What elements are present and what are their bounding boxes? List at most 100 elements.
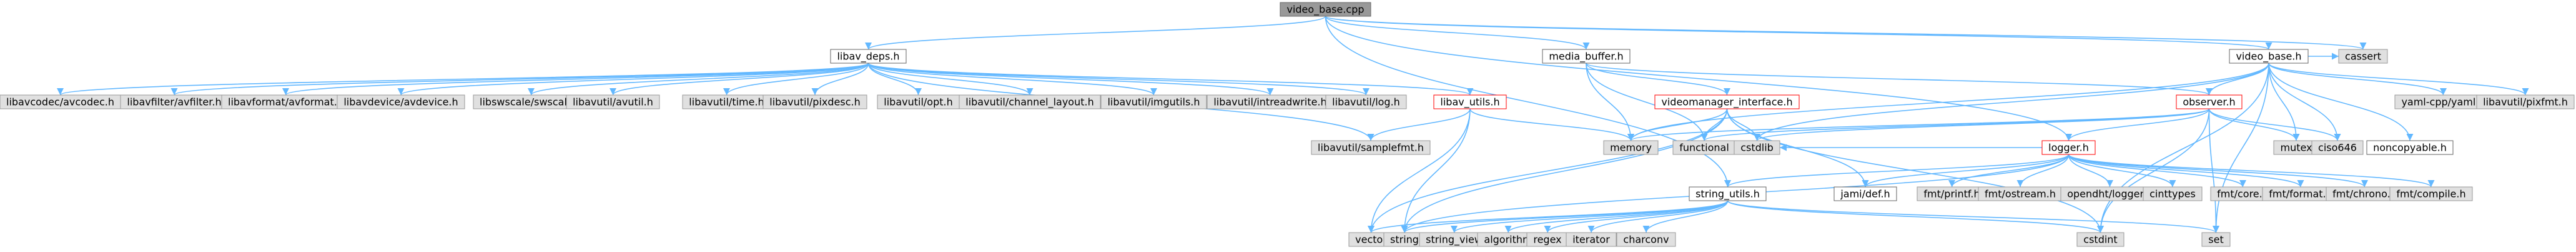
node-layer: video_base.cpp libav_deps.h media_buffer.h… xyxy=(0,2,2575,247)
node-label: fmt/core.h xyxy=(2217,188,2269,200)
node-box xyxy=(2311,140,2364,155)
graph-node-libavdevice: libavdevice/avdevice.h xyxy=(337,94,465,109)
edge-layer xyxy=(57,16,2529,233)
graph-node-observer-h[interactable]: observer.h xyxy=(2176,94,2243,109)
edge-logger-h-to-opendht-logger xyxy=(2068,154,2114,188)
node-box xyxy=(2143,186,2203,201)
graph-node-avutil: libavutil/avutil.h xyxy=(566,94,660,109)
node-box xyxy=(1734,140,1780,155)
edge-string-utils-h-to-charconv xyxy=(1642,200,1729,233)
graph-node-log: libavutil/log.h xyxy=(1325,94,1407,109)
node-box xyxy=(1280,2,1371,17)
node-label: fmt/format.h xyxy=(2269,188,2332,200)
edge-video-base-h-to-set xyxy=(2212,63,2269,233)
node-box xyxy=(2476,94,2575,109)
graph-node-logger-h[interactable]: logger.h xyxy=(2041,140,2096,155)
graph-node-ciso646: ciso646 xyxy=(2311,140,2364,155)
graph-node-imgutils: libavutil/imgutils.h xyxy=(1100,94,1207,109)
edge-string-utils-h-to-string-view xyxy=(1451,200,1729,233)
node-label: libav_deps.h xyxy=(837,51,899,63)
node-label: libavutil/channel_layout.h xyxy=(965,96,1093,109)
node-label: libswscale/swscale.h xyxy=(480,96,583,108)
node-box xyxy=(2366,140,2454,155)
edge-libav-deps-h-to-libav-utils-h xyxy=(867,63,1474,96)
edge-media-buffer-h-to-observer-h xyxy=(1586,63,2213,96)
node-label: fmt/printf.h xyxy=(1923,188,1980,200)
graph-node-libav-utils-h[interactable]: libav_utils.h xyxy=(1433,94,1507,109)
node-label: vector xyxy=(1355,234,1387,246)
graph-node-video-base-h[interactable]: video_base.h xyxy=(2229,49,2309,64)
node-label: jami/def.h xyxy=(1840,188,1890,200)
node-box xyxy=(1654,94,1800,109)
node-label: libavutil/samplefmt.h xyxy=(1318,142,1424,154)
graph-node-samplefmt: libavutil/samplefmt.h xyxy=(1311,140,1431,155)
node-box xyxy=(1603,140,1659,155)
edge-logger-h-to-fmt-compile xyxy=(2068,154,2435,188)
node-box xyxy=(2076,232,2124,247)
node-box xyxy=(2389,186,2473,201)
edge-logger-h-to-cinttypes xyxy=(2068,154,2176,188)
node-label: libavutil/intreadwrite.h xyxy=(1213,96,1326,108)
edge-media-buffer-h-to-videomanager-interface-h xyxy=(1586,63,1731,96)
node-label: libavutil/avutil.h xyxy=(573,96,653,108)
edge-video-base-h-to-mutex xyxy=(2268,63,2300,141)
edge-string-utils-h-to-regex xyxy=(1544,200,1729,233)
edge-string-utils-h-to-cstdint xyxy=(1727,200,2104,233)
node-label: ciso646 xyxy=(2318,142,2357,154)
node-box xyxy=(1100,94,1207,109)
edge-observer-h-to-logger-h xyxy=(2065,108,2210,141)
edge-string-utils-h-to-iterator xyxy=(1587,200,1729,233)
node-box xyxy=(2201,232,2231,247)
graph-node-libav-deps-h[interactable]: libav_deps.h xyxy=(830,49,907,64)
node-box xyxy=(959,94,1101,109)
graph-node-fmt-printf: fmt/printf.h xyxy=(1917,186,1987,201)
graph-node-regex: regex xyxy=(1526,232,1569,247)
edge-videomanager-interface-h-to-memory xyxy=(1627,108,1728,141)
graph-node-noncopyable-h[interactable]: noncopyable.h xyxy=(2366,140,2454,155)
edge-video-base-h-to-memory xyxy=(1627,63,2269,141)
graph-node-functional: functional xyxy=(1672,140,1736,155)
graph-node-intreadwrite: libavutil/intreadwrite.h xyxy=(1207,94,1334,109)
node-box xyxy=(2229,49,2309,64)
graph-node-media-buffer-h[interactable]: media_buffer.h xyxy=(1542,49,1631,64)
edge-string-utils-h-to-string xyxy=(1401,200,1729,233)
node-label: libav_utils.h xyxy=(1440,96,1499,109)
node-label: logger.h xyxy=(2048,142,2089,154)
graph-node-string-view: string_view xyxy=(1419,232,1489,247)
node-label: cassert xyxy=(2345,51,2381,63)
edge-media-buffer-h-to-functional xyxy=(1586,63,1708,141)
edge-logger-h-to-jami-def-h xyxy=(1862,154,2070,188)
node-box xyxy=(1325,94,1407,109)
node-label: iterator xyxy=(1572,234,1610,246)
edge-libav-deps-h-to-pixdesc xyxy=(811,63,869,96)
edge-media-buffer-h-to-memory xyxy=(1586,63,1635,141)
edge-logger-h-to-fmt-format xyxy=(2068,154,2304,188)
node-label: libavutil/opt.h xyxy=(884,96,952,108)
node-box xyxy=(2041,140,2096,155)
edge-libav-deps-h-to-libavfilter xyxy=(170,63,869,96)
edge-string-utils-h-to-algorithm xyxy=(1504,200,1729,233)
graph-node-pixdesc: libavutil/pixdesc.h xyxy=(762,94,867,109)
edge-libav-deps-h-to-intreadwrite xyxy=(867,63,1274,96)
edge-libav-utils-h-to-vector xyxy=(1367,108,1471,233)
graph-node-fmt-ostream: fmt/ostream.h xyxy=(1978,186,2063,201)
graph-node-video-base-cpp[interactable]: video_base.cpp xyxy=(1280,2,1371,17)
node-box xyxy=(1542,49,1631,64)
edge-video-base-cpp-to-libav-deps-h xyxy=(865,16,1326,50)
graph-node-videomanager-interface-h[interactable]: videomanager_interface.h xyxy=(1654,94,1800,109)
graph-node-channel-layout: libavutil/channel_layout.h xyxy=(959,94,1101,109)
graph-node-algorithm: algorithm xyxy=(1477,232,1539,247)
graph-node-string-utils-h[interactable]: string_utils.h xyxy=(1689,186,1767,201)
node-label: libavformat/avformat.h xyxy=(228,96,343,108)
edge-video-base-h-to-cstdlib xyxy=(1754,63,2269,141)
graph-node-libavfilter: libavfilter/avfilter.h xyxy=(120,94,229,109)
node-label: algorithm xyxy=(1484,234,1532,246)
graph-node-fmt-core: fmt/core.h xyxy=(2210,186,2276,201)
node-label: libavutil/pixdesc.h xyxy=(769,96,860,108)
edge-libav-deps-h-to-avutil xyxy=(609,63,869,96)
graph-node-set: set xyxy=(2201,232,2231,247)
graph-node-jami-def-h[interactable]: jami/def.h xyxy=(1833,186,1897,201)
node-box xyxy=(1833,186,1897,201)
node-label: cinttypes xyxy=(2149,188,2196,200)
node-label: libavutil/imgutils.h xyxy=(1107,96,1200,108)
